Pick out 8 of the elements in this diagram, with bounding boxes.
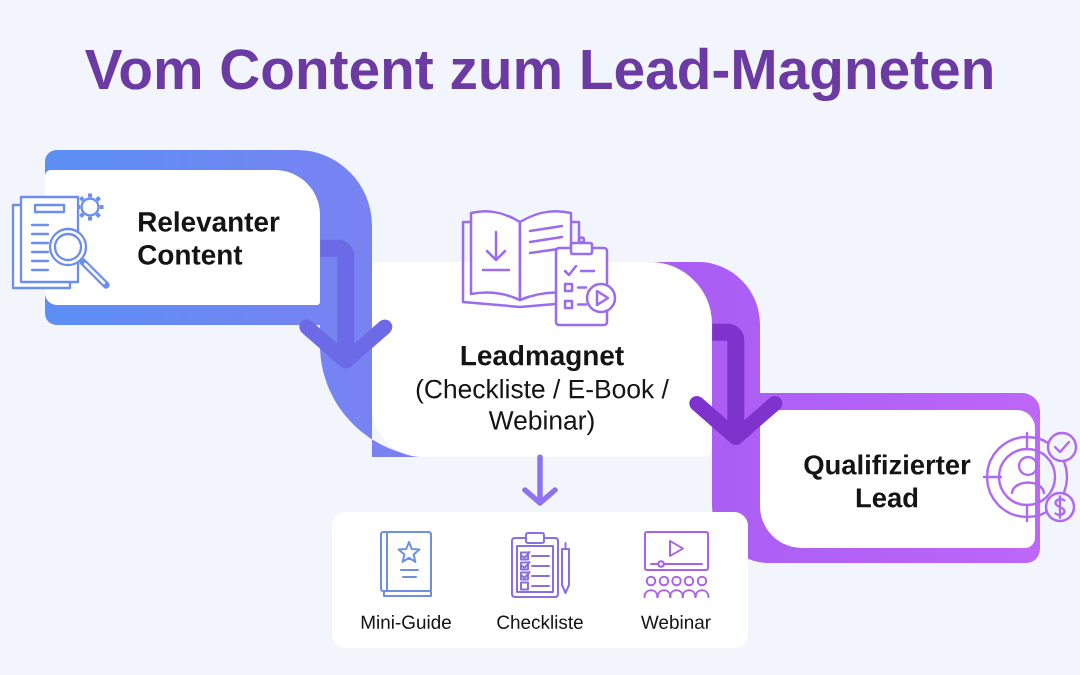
heading: Leadmagnet: [461, 344, 624, 372]
process-box: Qualifizierter Lead: [760, 410, 1035, 548]
item-label: Mini-Guide: [361, 615, 451, 629]
item-label: Webinar: [641, 615, 711, 629]
title: Vom Content zum Lead-Magneten: [85, 47, 992, 102]
box-text: (Checkliste / E-Book / Webinar): [416, 379, 669, 435]
item-label: Checkliste: [497, 615, 583, 629]
card-panel: [332, 512, 748, 648]
